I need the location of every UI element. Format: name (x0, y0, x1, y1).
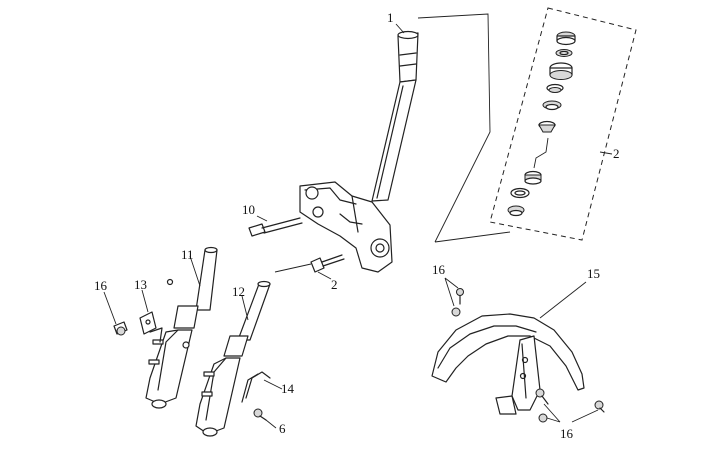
pinch-bolt (248, 215, 303, 237)
right-fork-leg (195, 280, 271, 437)
cable-bracket (241, 371, 283, 403)
callout-6: 6 (279, 421, 286, 436)
front-fender (431, 281, 587, 415)
left-fork-leg (145, 246, 218, 409)
leader-12 (241, 295, 249, 321)
ball-bearing-upper (542, 100, 562, 111)
callout-11: 11 (181, 247, 194, 262)
lock-washer (555, 49, 573, 57)
callout-10: 10 (242, 202, 255, 217)
steering-stem (371, 30, 419, 202)
callout-12: 12 (232, 284, 245, 299)
stem-kit-link-bottom (434, 231, 511, 243)
bracket-bolt (274, 254, 345, 280)
bearing-nut-top (556, 31, 576, 46)
callout-2-kit: 2 (613, 146, 620, 161)
callout-2-bolt: 2 (331, 277, 338, 292)
bearing-nut (549, 62, 573, 80)
dust-cover (507, 205, 525, 217)
callout-16-upper: 16 (432, 262, 446, 277)
lower-race (524, 170, 542, 185)
callout-14: 14 (281, 381, 295, 396)
fender-bolts (444, 277, 605, 423)
leader-2-kit (599, 151, 613, 155)
ball-bearing-lower (510, 187, 530, 199)
callout-16-lower: 16 (560, 426, 574, 441)
stem-kit-link-top (417, 13, 491, 243)
upper-race (546, 83, 564, 93)
leader-11 (189, 255, 201, 287)
callout-16-left: 16 (94, 278, 108, 293)
lower-bracket (299, 181, 393, 273)
dust-seal (538, 120, 556, 133)
callout-1: 1 (387, 10, 394, 25)
callout-15: 15 (587, 266, 600, 281)
callout-13: 13 (134, 277, 147, 292)
bearing-kit-group (489, 7, 637, 241)
hose-clip (139, 289, 163, 343)
caliper-bolt (253, 408, 277, 429)
leader-1 (395, 23, 405, 34)
left-fork-bolt (103, 291, 128, 336)
